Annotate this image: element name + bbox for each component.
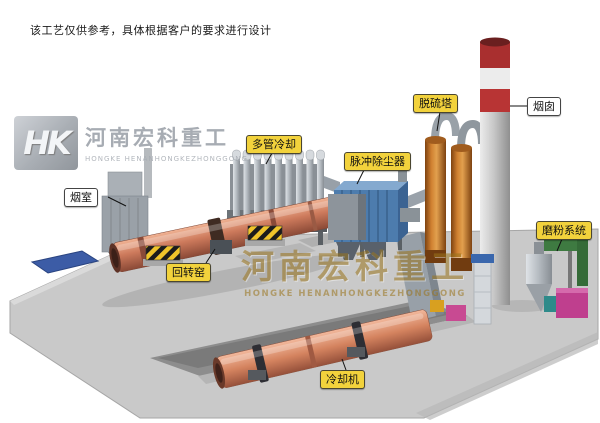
brand-watermark: HK 河南宏科重工 HONGKE HENANHONGKEZHONGGONG: [14, 116, 248, 170]
blue-foundation-pad: [30, 250, 100, 274]
label-chimney: 烟囱: [527, 97, 561, 116]
kiln-drive-unit: [210, 240, 232, 254]
label-pulse-dust-collector: 脉冲除尘器: [344, 152, 411, 171]
label-cooling-machine: 冷却机: [320, 370, 365, 389]
cooler-support-block-2: [347, 347, 365, 357]
bucket-elevator: [471, 254, 494, 325]
label-multi-tube-cooler: 多管冷却: [246, 135, 302, 154]
kiln-support-piers: [143, 225, 285, 266]
disclaimer-text: 该工艺仅供参考，具体根据客户的要求进行设计: [30, 24, 272, 37]
brand-name-cn: 河南宏科重工: [85, 126, 229, 150]
kiln-shadow: [102, 254, 348, 308]
grinding-system: [430, 240, 588, 321]
label-desulfurization-tower: 脱硫塔: [413, 94, 458, 113]
label-rotary-kiln: 回转窑: [166, 263, 211, 282]
leader-lines: [107, 105, 563, 371]
brand-logo-icon: HK: [14, 116, 78, 170]
brand-name-en: HONGKE HENANHONGKEZHONGGONG: [85, 155, 248, 163]
cooler-support-block-1: [248, 370, 266, 380]
label-smoke-chamber: 烟室: [64, 188, 98, 207]
desulfurization-towers: [425, 111, 486, 271]
kiln-hood: [328, 194, 366, 240]
brand-text-block: 河南宏科重工 HONGKE HENANHONGKEZHONGGONG: [85, 116, 248, 163]
label-grinding-system: 磨粉系统: [536, 221, 592, 240]
